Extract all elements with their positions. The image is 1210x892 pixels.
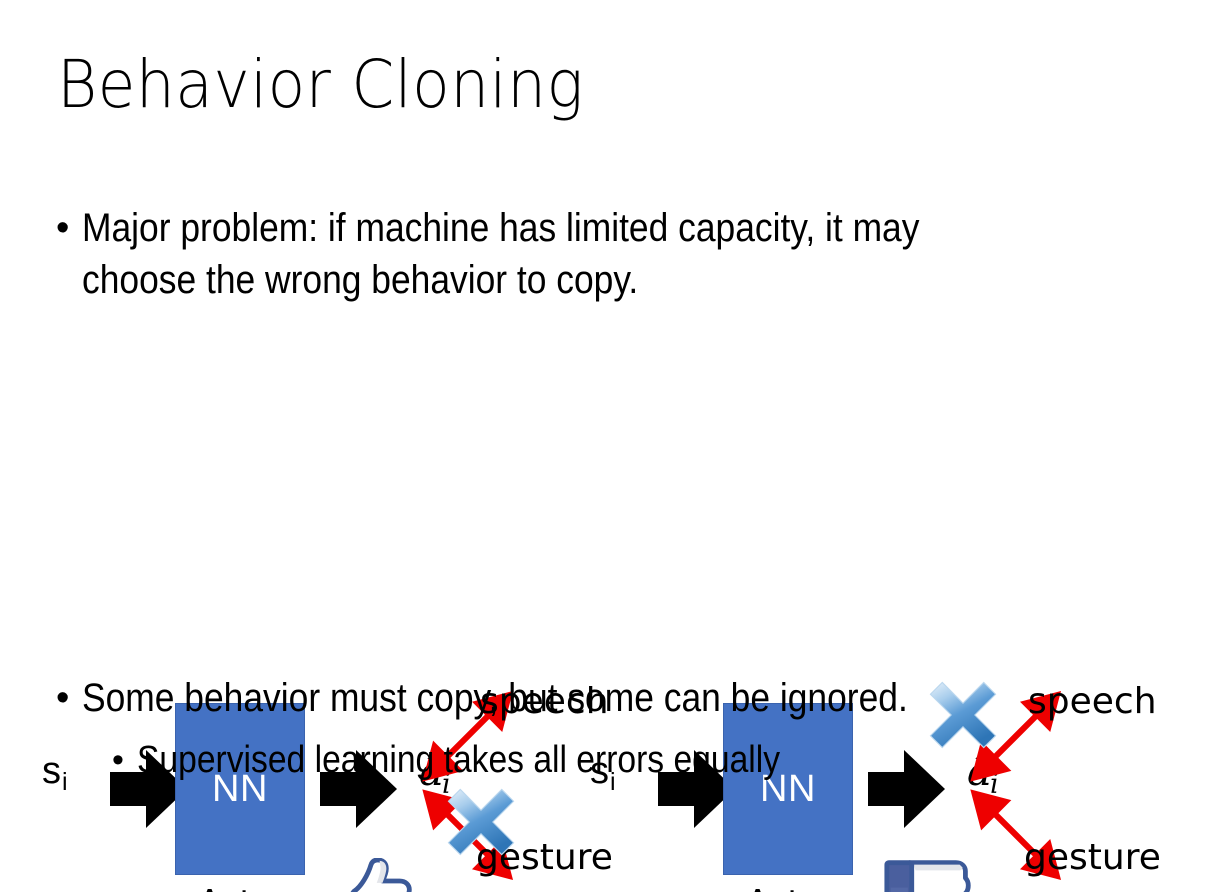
thumbs-up-icon [322,858,420,892]
nn-box-label: NN [212,768,268,810]
input-state-symbol: s [42,750,61,792]
actor-caption: Actor [746,883,835,892]
bullet-item-some-behavior: • Some behavior must copy, but some can … [56,672,1176,724]
branch-label-speech: speech [480,681,609,722]
diagram-panel-left: si NN Actor âi [10,330,613,892]
page-title: Behavior Cloning [57,46,584,123]
bullet-item-supervised-learning: • Supervised learning takes all errors e… [112,734,1172,786]
input-state-subscript: i [610,768,616,796]
double-arrow-gesture-icon [966,785,1074,892]
bullet-marker-icon: • [56,207,70,249]
output-block-arrow-icon [320,750,397,828]
nn-box-label: NN [760,768,816,810]
neural-network-box: NN [175,703,305,875]
branch-label-gesture: gesture [1024,837,1161,878]
cross-out-x-icon-gesture [444,785,518,859]
cross-out-x-icon-speech [926,678,1000,752]
double-arrow-speech-icon [966,678,1074,786]
input-state-symbol: s [590,750,609,792]
neural-network-box: NN [723,703,853,875]
diagram-panel-right: si NN Actor âi [558,330,1161,892]
output-block-arrow-icon [868,750,945,828]
branch-label-speech: speech [1028,681,1157,722]
input-state-label: si [590,752,616,801]
bullet-marker-icon: • [56,677,70,719]
actor-caption: Actor [198,883,287,892]
bullet-text: Major problem: if machine has limited ca… [82,206,930,302]
bullet-text: Some behavior must copy, but some can be… [82,676,909,720]
input-state-label: si [42,752,68,801]
input-state-subscript: i [62,768,68,796]
double-arrow-speech-icon [418,678,526,786]
bullet-text: Supervised learning takes all errors equ… [136,739,780,781]
output-action-subscript: i [442,769,451,801]
output-action-subscript: i [990,769,999,801]
bullet-marker-icon: • [112,741,124,779]
bullet-item-major-problem: • Major problem: if machine has limited … [56,202,1156,306]
thumbs-down-icon [880,855,978,892]
